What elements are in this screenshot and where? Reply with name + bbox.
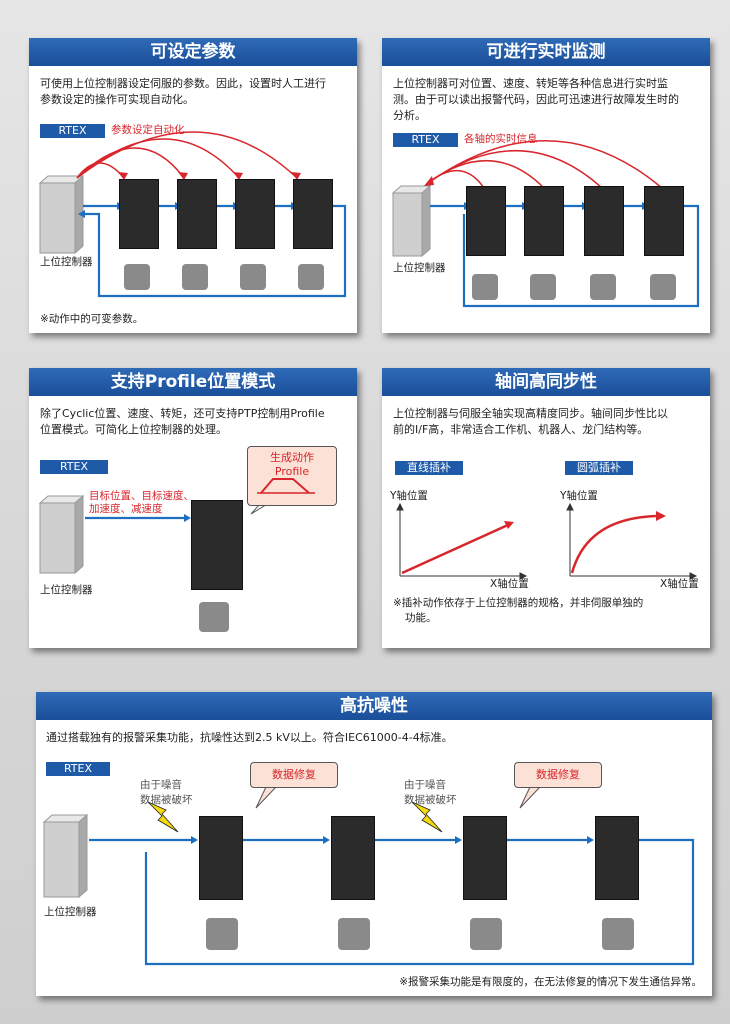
linear-x-axis-label: X轴位置 <box>490 578 529 590</box>
card-title: 可进行实时监测 <box>382 38 710 66</box>
arc-interp-label: 圆弧插补 <box>565 461 633 475</box>
servo-motor <box>298 264 324 290</box>
servo-drive <box>293 179 333 249</box>
servo-motor <box>530 274 556 300</box>
card-title: 高抗噪性 <box>36 692 712 720</box>
servo-drive <box>524 186 564 256</box>
profile-shape <box>257 478 315 494</box>
servo-motor <box>182 264 208 290</box>
linear-y-axis-label: Y轴位置 <box>390 490 428 502</box>
servo-drive <box>191 500 243 590</box>
servo-drive <box>595 816 639 900</box>
network-diagram <box>38 131 347 298</box>
noise-diagram <box>42 786 695 966</box>
servo-drive <box>119 179 159 249</box>
controller-label: 上位控制器 <box>44 906 97 918</box>
footnote: ※动作中的可变参数。 <box>40 313 144 325</box>
card-title: 支持Profile位置模式 <box>29 368 357 396</box>
controller-label: 上位控制器 <box>40 256 93 268</box>
card-description: 可使用上位控制器设定伺服的参数。因此，设置时人工进行 参数设定的操作可实现自动化… <box>40 77 326 106</box>
card-description: 通过搭载独有的报警采集功能，抗噪性达到2.5 kV以上。符合IEC61000-4… <box>46 731 453 744</box>
card-description: 除了Cyclic位置、速度、转矩，还可支持PTP控制用Profile 位置模式。… <box>40 407 325 436</box>
servo-drive <box>463 816 507 900</box>
footnote: ※报警采集功能是有限度的，在无法修复的情况下发生通信异常。 <box>399 976 702 988</box>
card-axis-sync: 轴间高同步性 上位控制器与伺服全轴实现高精度同步。轴间同步性比以 前的I/F高，… <box>382 368 710 648</box>
interpolation-charts <box>396 502 698 580</box>
servo-motor <box>590 274 616 300</box>
target-params-label: 目标位置、目标速度、 加速度、减速度 <box>89 490 194 515</box>
card-realtime-monitoring: 可进行实时监测 上位控制器可对位置、速度、转矩等各种信息进行实时监 测。由于可以… <box>382 38 710 333</box>
servo-drive <box>199 816 243 900</box>
servo-motor <box>338 918 370 950</box>
data-repair-bubble: 数据修复 <box>514 762 602 788</box>
controller-label: 上位控制器 <box>393 262 446 274</box>
noise-label-1: 由于噪音 数据被破坏 <box>140 779 193 806</box>
servo-drive <box>177 179 217 249</box>
servo-motor <box>124 264 150 290</box>
arc-x-axis-label: X轴位置 <box>660 578 699 590</box>
card-noise-resistance: 高抗噪性 通过搭载独有的报警采集功能，抗噪性达到2.5 kV以上。符合IEC61… <box>36 692 712 996</box>
servo-motor <box>472 274 498 300</box>
rtex-label: RTEX <box>40 124 105 138</box>
servo-motor <box>650 274 676 300</box>
card-parameter-setting: 可设定参数 可使用上位控制器设定伺服的参数。因此，设置时人工进行 参数设定的操作… <box>29 38 357 333</box>
realtime-info-label: 各轴的实时信息 <box>464 133 538 145</box>
card-title: 可设定参数 <box>29 38 357 66</box>
network-diagram <box>391 140 700 308</box>
generate-profile-bubble: 生成动作 Profile <box>247 446 337 506</box>
servo-drive <box>584 186 624 256</box>
arc-y-axis-label: Y轴位置 <box>560 490 598 502</box>
servo-drive <box>644 186 684 256</box>
card-title: 轴间高同步性 <box>382 368 710 396</box>
rtex-label: RTEX <box>46 762 110 776</box>
card-description: 上位控制器可对位置、速度、转矩等各种信息进行实时监 测。由于可以读出报警代码，因… <box>393 77 679 122</box>
servo-drive <box>466 186 506 256</box>
card-profile-position: 支持Profile位置模式 除了Cyclic位置、速度、转矩，还可支持PTP控制… <box>29 368 357 648</box>
servo-motor <box>240 264 266 290</box>
servo-drive <box>331 816 375 900</box>
rtex-label: RTEX <box>393 133 458 147</box>
linear-interp-label: 直线插补 <box>395 461 463 475</box>
servo-motor <box>470 918 502 950</box>
auto-setting-label: 参数设定自动化 <box>111 124 185 136</box>
servo-motor <box>199 602 229 632</box>
card-description: 上位控制器与伺服全轴实现高精度同步。轴间同步性比以 前的I/F高，非常适合工作机… <box>393 407 668 436</box>
controller-label: 上位控制器 <box>40 584 93 596</box>
servo-drive <box>235 179 275 249</box>
noise-label-2: 由于噪音 数据被破坏 <box>404 779 457 806</box>
footnote: ※插补动作依存于上位控制器的规格，并非伺服单独的 功能。 <box>393 597 644 624</box>
servo-motor <box>206 918 238 950</box>
data-repair-bubble: 数据修复 <box>250 762 338 788</box>
rtex-label: RTEX <box>40 460 108 474</box>
servo-motor <box>602 918 634 950</box>
